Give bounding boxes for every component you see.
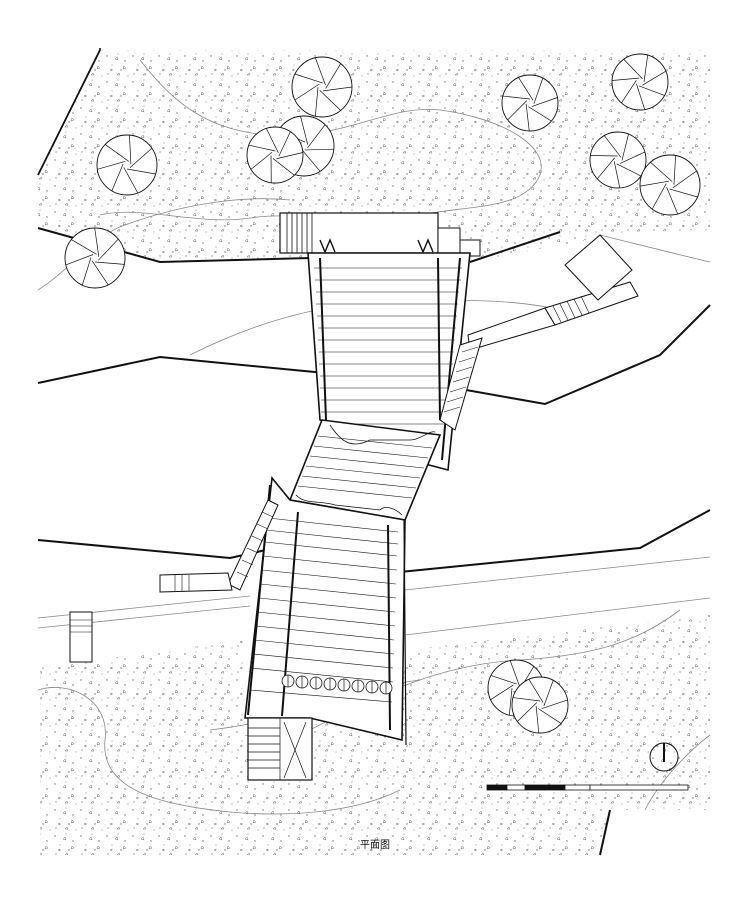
terrain-lower xyxy=(40,615,710,855)
lower-flight-treads xyxy=(249,517,399,703)
side-stairs xyxy=(69,234,639,663)
tree-symbol-icon xyxy=(511,676,569,734)
scale-bar xyxy=(486,784,689,791)
middle-flight-treads xyxy=(297,435,433,499)
tree-symbol-icon xyxy=(246,126,304,184)
upper-flight-treads xyxy=(314,267,462,425)
trees xyxy=(64,53,701,734)
tree-symbol-icon xyxy=(639,154,701,216)
tree-symbol-icon xyxy=(611,53,669,111)
north-arrow-icon xyxy=(649,742,679,772)
tree-symbol-icon xyxy=(64,227,126,289)
upper-left-boundary xyxy=(37,48,101,176)
tree-symbol-icon xyxy=(501,74,559,132)
drawing-caption: 平面图 xyxy=(360,840,390,851)
stepped-bridge xyxy=(244,212,481,781)
bottom-entry-stairs xyxy=(248,718,307,780)
tree-symbol-icon xyxy=(589,131,647,189)
top-entry-stairs xyxy=(286,213,313,253)
tree-symbol-icon xyxy=(291,56,353,118)
tree-symbol-icon xyxy=(96,134,158,196)
